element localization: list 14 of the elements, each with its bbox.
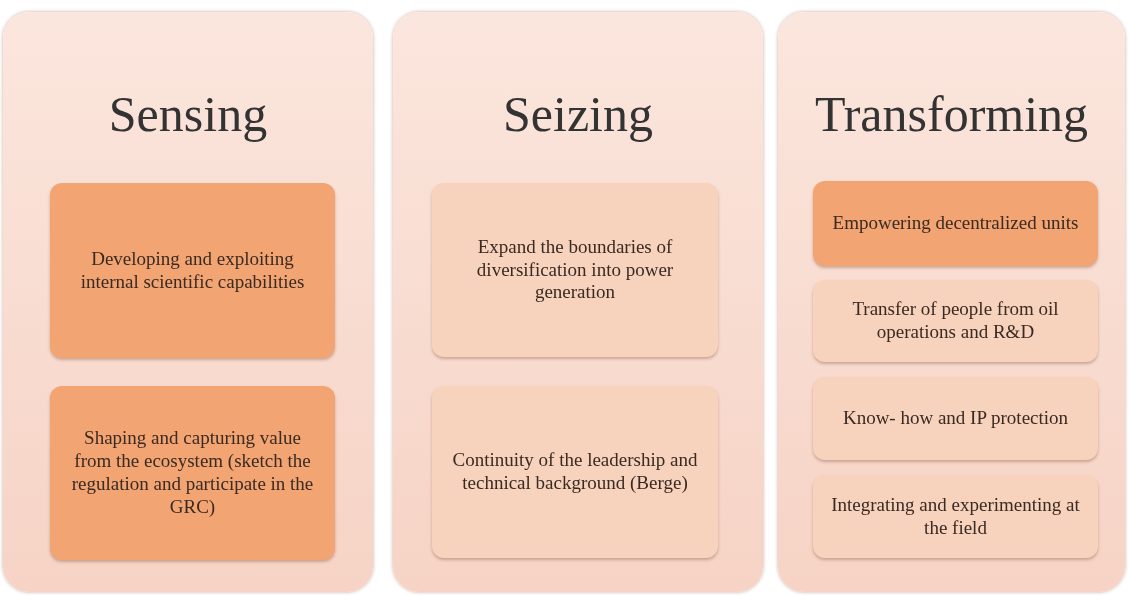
capability-box: Developing and exploiting internal scientific capabilities (50, 183, 335, 358)
capability-box: Integrating and experimenting at the field (813, 475, 1098, 558)
panel-title: Seizing (502, 85, 654, 144)
column-panel (3, 12, 373, 592)
capability-box: Know- how and IP protection (813, 377, 1098, 460)
capability-box: Transfer of people from oil operations and R&D (813, 280, 1098, 362)
capability-box: Expand the boundaries of diversification into power generation (432, 183, 718, 357)
panel-title: Transforming (813, 85, 1090, 144)
column-panel (778, 12, 1125, 592)
column-panel (393, 12, 763, 592)
panel-title: Sensing (107, 85, 269, 144)
capability-box: Continuity of the leadership and technical background (Berge) (432, 386, 718, 558)
capability-box: Empowering decentralized units (813, 181, 1098, 266)
capability-box: Shaping and capturing value from the ecosystem (sketch the regulation and participate in the GRC) (50, 386, 335, 560)
